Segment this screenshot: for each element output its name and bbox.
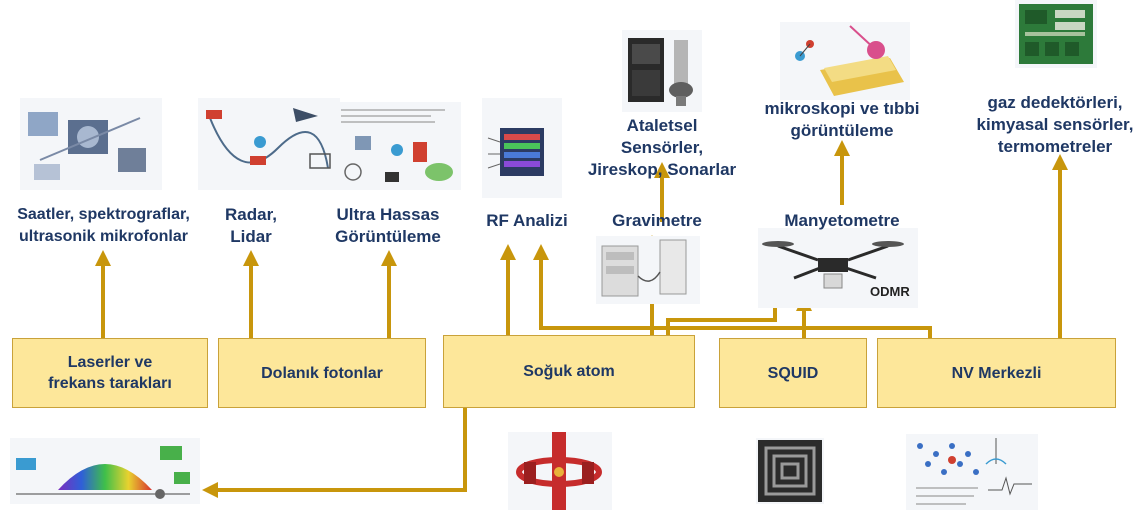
imaging-diagram-image	[335, 102, 461, 190]
box-entangled-label: Dolanık fotonlar	[261, 364, 383, 382]
box-squid: SQUID	[719, 338, 867, 408]
label-clocks: Saatler, spektrograflar, ultrasonik mikr…	[17, 206, 190, 245]
gravimeter-image	[596, 236, 700, 304]
arrow-coldatom-to-laser-spectrum	[202, 408, 467, 498]
label-gravimeter: Gravimetre	[612, 211, 702, 230]
nv-lattice-image	[906, 434, 1038, 510]
cold-atom-trap-image	[508, 432, 612, 510]
label-microscopy: mikroskopi ve tıbbi görüntüleme	[764, 99, 920, 140]
microscopy-image	[780, 22, 910, 100]
box-cold-atom-label: Soğuk atom	[523, 363, 615, 380]
box-cold-atom: Soğuk atom	[443, 335, 695, 408]
laser-spectrum-image	[10, 438, 200, 504]
label-imaging: Ultra Hassas Görüntüleme	[335, 205, 441, 246]
label-gas: gaz dedektörleri, kimyasal sensörler, te…	[976, 93, 1134, 156]
label-magnetometer: Manyetometre	[784, 211, 900, 230]
drone-magnetometer-image: ODMR	[758, 228, 918, 308]
label-inertial: Ataletsel Sensörler, Jireskop, Sonarlar	[587, 116, 737, 179]
box-nv-center: NV Merkezli	[877, 338, 1116, 408]
laser-setup-image	[20, 98, 162, 190]
box-nv-label: NV Merkezli	[951, 364, 1042, 382]
label-radar: Radar, Lidar	[225, 205, 277, 246]
odmr-caption: ODMR	[870, 284, 910, 299]
box-lasers: Laserler ve frekans tarakları	[12, 338, 208, 408]
arrow-nv-to-rf	[533, 244, 932, 338]
gas-detector-image	[1015, 0, 1097, 68]
inertial-sensor-image	[622, 30, 702, 112]
squid-chip-image	[756, 438, 824, 504]
label-rf: RF Analizi	[486, 211, 568, 230]
box-squid-label: SQUID	[767, 364, 819, 382]
box-lasers-label: Laserler ve frekans tarakları	[48, 354, 172, 392]
box-entangled-photons: Dolanık fotonlar	[218, 338, 426, 408]
radar-diagram-image	[198, 98, 340, 190]
rf-analyzer-image	[482, 98, 562, 198]
